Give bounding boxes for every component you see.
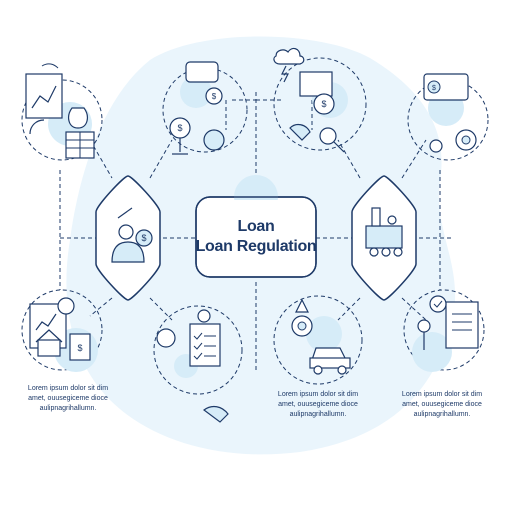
caption-line: aulipnagrihallumn. [413, 411, 471, 418]
storm-cloud-icon: $ [273, 47, 348, 153]
caption-right: Lorem ipsum dolor sit dim amet, ouusegic… [392, 390, 492, 420]
checklist-icon [156, 309, 229, 423]
caption-line: aulipnagrihallumn. [39, 405, 97, 412]
caption-center: Lorem ipsum dolor sit dim amet, ouusegic… [268, 390, 368, 420]
caption-line: amet, ouusegiceme dioce [28, 395, 108, 402]
svg-text:$: $ [141, 233, 146, 243]
money-exchange-icon: $ $ [169, 61, 225, 155]
svg-text:$: $ [212, 92, 217, 101]
diamond-right [351, 175, 417, 301]
money-bag-icon [68, 107, 88, 129]
caption-line: amet, ouusegiceme dioce [402, 401, 482, 408]
home-loan-icon: $ [29, 297, 98, 372]
caption-line: Lorem ipsum dolor sit dim [277, 391, 359, 398]
center-title: Loan Loan Regulation [195, 197, 317, 277]
center-title-line-2: Loan Regulation [195, 238, 317, 255]
caption-line: Lorem ipsum dolor sit dim [27, 385, 109, 392]
svg-text:$: $ [77, 343, 82, 353]
caption-line: aulipnagrihallumn. [289, 411, 347, 418]
credit-card-icon: $ [423, 73, 477, 153]
caption-line: Lorem ipsum dolor sit dim [401, 391, 483, 398]
growth-chart-icon [25, 63, 95, 159]
industry-icon [365, 225, 403, 249]
svg-text:$: $ [321, 99, 326, 109]
approved-document-icon [412, 295, 479, 372]
car-loan-icon [291, 298, 351, 375]
money-flow-icon [299, 71, 333, 97]
caption-line: amet, ouusegiceme dioce [278, 401, 358, 408]
svg-text:$: $ [177, 123, 182, 133]
loan-agent-icon-left [111, 241, 145, 263]
center-title-line-1: Loan [237, 218, 275, 235]
svg-text:$: $ [432, 85, 436, 92]
caption-left: Lorem ipsum dolor sit dim amet, ouusegic… [18, 384, 118, 414]
diamond-left: $ [95, 175, 161, 301]
